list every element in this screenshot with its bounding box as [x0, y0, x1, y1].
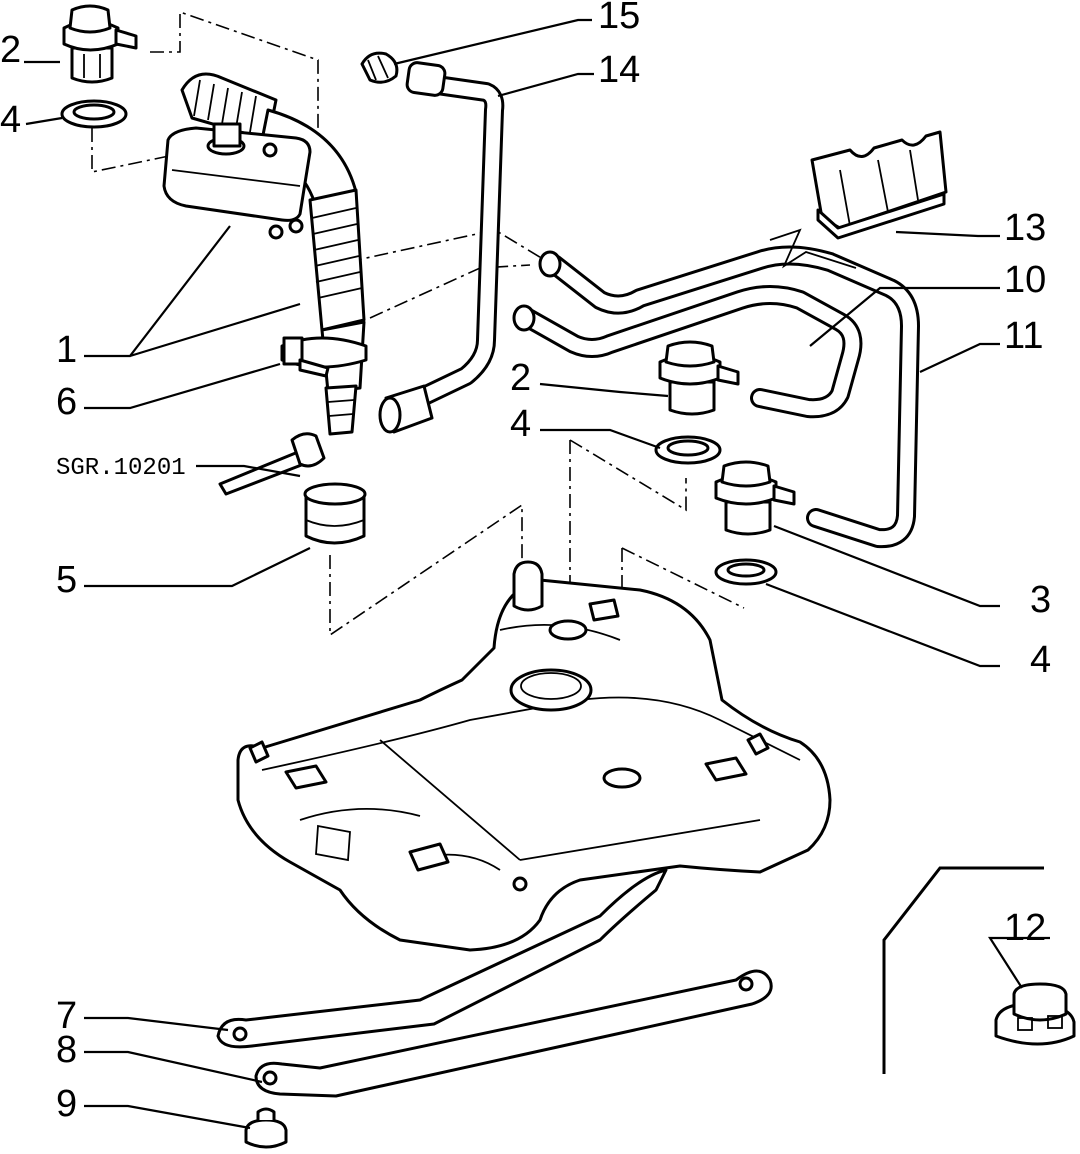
- leader-lines: [24, 18, 1050, 1130]
- label-12: 12: [1004, 907, 1046, 949]
- grommet-cap: [303, 482, 367, 545]
- label-4-top: 4: [0, 99, 21, 141]
- tank-strap-lower: [254, 969, 773, 1098]
- label-2-middle: 2: [510, 357, 531, 399]
- label-9: 9: [56, 1083, 77, 1125]
- label-15: 15: [598, 0, 640, 37]
- ref-pipe: [218, 432, 326, 496]
- label-4-lower: 4: [1030, 639, 1051, 681]
- washer-middle: [654, 435, 722, 465]
- pipe-bracket: [810, 130, 948, 240]
- label-2-top: 2: [0, 29, 21, 71]
- label-5: 5: [56, 559, 77, 601]
- valve-middle: [658, 340, 740, 416]
- nut: [244, 1107, 288, 1149]
- label-13: 13: [1004, 207, 1046, 249]
- washer-top-left: [60, 99, 128, 129]
- label-6: 6: [56, 381, 77, 423]
- vent-pipe: [378, 61, 505, 434]
- inset-cap: [994, 982, 1076, 1046]
- tank-strap-upper: [216, 868, 668, 1049]
- valve-lower-right: [714, 460, 796, 536]
- label-14: 14: [598, 49, 640, 91]
- label-3: 3: [1030, 579, 1051, 621]
- valve-top-left: [62, 4, 138, 84]
- hose-set: [512, 228, 920, 549]
- filler-neck-assembly: [162, 72, 366, 436]
- clamp: [280, 336, 368, 378]
- label-10: 10: [1004, 259, 1046, 301]
- fuel-tank: [236, 560, 832, 952]
- inset-frame: [882, 866, 1044, 1074]
- label-7: 7: [56, 995, 77, 1037]
- label-ref-sgr: SGR.10201: [56, 455, 186, 482]
- hose-clip: [360, 51, 399, 84]
- label-1: 1: [56, 329, 77, 371]
- washer-lower-right: [714, 558, 778, 586]
- label-4-middle: 4: [510, 403, 531, 445]
- label-11: 11: [1004, 315, 1043, 357]
- label-8: 8: [56, 1029, 77, 1071]
- part-labels: 2 4 15 14 13 10 11 1 6 SGR.10201 2 4 5 3…: [0, 0, 1051, 1125]
